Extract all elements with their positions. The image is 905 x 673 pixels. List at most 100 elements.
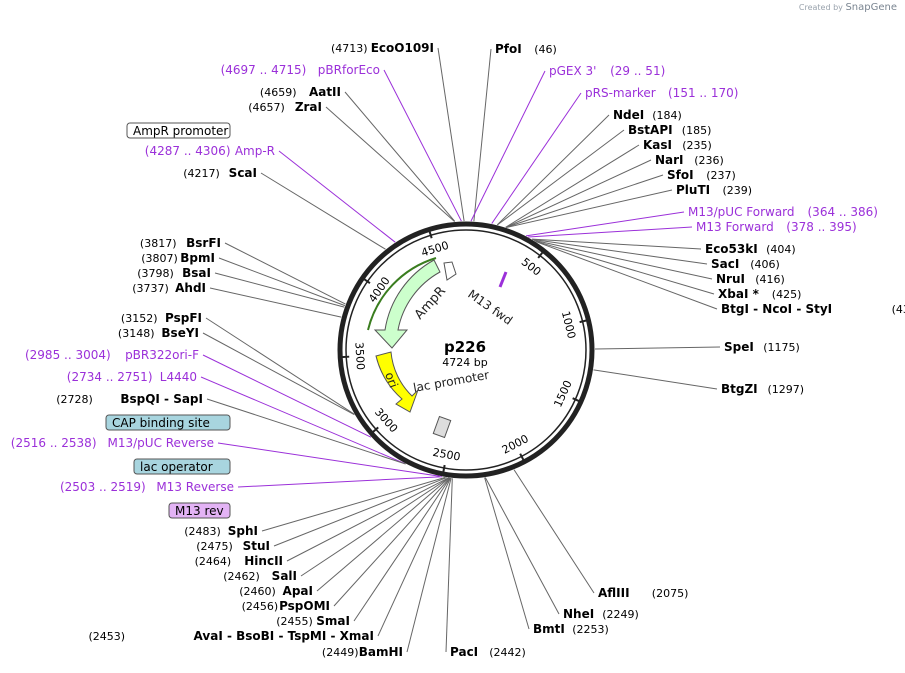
site-label-nhei[interactable]: NheI(2249)	[563, 607, 639, 621]
tick-mark-1500	[572, 397, 583, 404]
site-name: pBR322ori-F	[125, 348, 199, 362]
site-label-saci[interactable]: SacI(406)	[711, 257, 780, 271]
site-label-scai[interactable]: ScaI(4217)	[183, 166, 257, 180]
feature-m13fwd-arrow[interactable]	[498, 271, 508, 288]
site-label-bpmi[interactable]: BpmI(3807)	[141, 251, 215, 265]
site-label-avai-bsobi-tspmi-xmai[interactable]: AvaI - BsoBI - TspMI - XmaI(2453)	[89, 629, 374, 643]
feature-ampr-arrow[interactable]	[373, 259, 441, 349]
leader-line	[214, 272, 345, 308]
site-position: (2449)	[322, 646, 359, 659]
leader-line	[533, 239, 713, 280]
site-position: (2483)	[184, 525, 221, 538]
leader-line	[406, 478, 452, 653]
site-label-pspomi[interactable]: PspOMI(2456)	[242, 599, 330, 613]
site-label-bsrfi[interactable]: BsrFI(3817)	[140, 236, 221, 250]
site-position: (3152)	[121, 312, 158, 325]
site-label-stui[interactable]: StuI(2475)	[196, 539, 270, 553]
site-label-nrui[interactable]: NruI(416)	[716, 272, 785, 286]
site-label-lac-operator[interactable]: lac operator	[133, 458, 231, 475]
site-label-m13-rev[interactable]: M13 rev	[168, 502, 231, 519]
site-label-pluti[interactable]: PluTI(239)	[676, 183, 752, 197]
site-label-ahdi[interactable]: AhdI(3737)	[132, 281, 206, 295]
site-position: (3148)	[118, 327, 155, 340]
site-label-spei[interactable]: SpeI(1175)	[724, 340, 800, 354]
site-label-sphi[interactable]: SphI(2483)	[184, 524, 258, 538]
site-label-m13-puc-reverse[interactable]: M13/pUC Reverse(2516 .. 2538)	[11, 436, 214, 450]
site-label-m13-forward[interactable]: M13 Forward(378 .. 395)	[696, 220, 857, 234]
site-label-ampr-promoter[interactable]: AmpR promoter	[126, 122, 231, 139]
site-label-bsai[interactable]: BsaI(3798)	[137, 266, 211, 280]
leader-line	[505, 174, 664, 228]
leader-line	[377, 477, 451, 637]
site-label-m13-puc-forward[interactable]: M13/pUC Forward(364 .. 386)	[688, 205, 878, 219]
site-label-eco53ki[interactable]: Eco53kI(404)	[705, 242, 796, 256]
site-label-bspqi-sapi[interactable]: BspQI - SapI(2728)	[56, 392, 203, 406]
leader-line	[484, 477, 530, 630]
leader-line	[316, 477, 450, 592]
site-label-ndei[interactable]: NdeI(184)	[613, 108, 682, 122]
site-label-prs-marker[interactable]: pRS-marker(151 .. 170)	[585, 86, 738, 100]
site-label-bstapi[interactable]: BstAPI(185)	[628, 123, 711, 137]
site-label-smai[interactable]: SmaI(2455)	[276, 614, 350, 628]
feature-box-ampr-promoter	[126, 122, 231, 139]
site-position: (2253)	[572, 623, 609, 636]
leader-lines	[200, 47, 721, 653]
leader-line	[237, 476, 442, 488]
site-label-bseyi[interactable]: BseYI(3148)	[118, 326, 199, 340]
site-label-pfoi[interactable]: PfoI(46)	[495, 42, 557, 56]
feature-ampr-promoter-arrow[interactable]	[443, 261, 457, 281]
site-label-m13-reverse[interactable]: M13 Reverse(2503 .. 2519)	[60, 480, 234, 494]
site-label-btgi-ncoi-styi[interactable]: BtgI - NcoI - StyI(432)	[721, 302, 905, 316]
site-label-l4440[interactable]: L4440(2734 .. 2751)	[67, 370, 197, 384]
site-label-pspfi[interactable]: PspFI(3152)	[121, 311, 202, 325]
tick-mark-500	[537, 249, 546, 259]
site-label-aatii[interactable]: AatII(4659)	[260, 85, 341, 99]
leader-line	[217, 442, 440, 477]
site-label-pbr322ori-f[interactable]: pBR322ori-F(2985 .. 3004)	[25, 348, 199, 362]
site-label-kasi[interactable]: KasI(235)	[643, 138, 712, 152]
tick-mark-2000	[519, 453, 526, 464]
site-label-sali[interactable]: SalI(2462)	[223, 569, 297, 583]
site-name: SmaI	[316, 614, 350, 628]
site-position: (432)	[892, 303, 905, 316]
site-label-zrai[interactable]: ZraI(4657)	[248, 100, 322, 114]
site-label-pgex-3[interactable]: pGEX 3'(29 .. 51)	[549, 64, 665, 78]
site-name: SalI	[272, 569, 297, 583]
site-label-bamhi[interactable]: BamHI(2449)	[322, 645, 403, 659]
tick-mark-1000	[579, 318, 590, 324]
site-label-bmti[interactable]: BmtI (2253)	[533, 622, 609, 636]
site-label-ecoo109i[interactable]: EcoO109I(4713)	[331, 41, 434, 55]
site-name: M13/pUC Reverse	[108, 436, 215, 450]
tick-label-1000: 1000	[559, 310, 578, 340]
leader-line	[261, 476, 446, 532]
site-label-cap-binding-site[interactable]: CAP binding site	[105, 414, 231, 431]
site-position: (4287 .. 4306)	[145, 144, 231, 158]
site-label-afliii[interactable]: AflIII(2075)	[598, 586, 688, 600]
site-label-nari[interactable]: NarI(236)	[655, 153, 724, 167]
site-label-amp-r[interactable]: Amp-R(4287 .. 4306)	[145, 144, 275, 158]
site-label-hincii[interactable]: HincII(2464)	[195, 554, 283, 568]
leader-line	[491, 92, 582, 224]
feature-lac-promoter[interactable]	[432, 415, 452, 439]
site-position: (237)	[706, 169, 736, 182]
leader-line	[470, 70, 546, 222]
leader-line	[344, 91, 456, 222]
site-label-apai[interactable]: ApaI(2460)	[239, 584, 313, 598]
site-name: StuI	[243, 539, 270, 553]
leader-line	[534, 240, 715, 295]
site-label-paci[interactable]: PacI(2442)	[450, 645, 526, 659]
site-label-xbai[interactable]: XbaI *(425)	[718, 287, 801, 301]
site-position: (4697 .. 4715)	[221, 63, 307, 77]
site-position: (2460)	[239, 585, 276, 598]
site-name: BmtI	[533, 622, 565, 636]
plasmid-size: 4724 bp	[442, 356, 487, 369]
feature-ori-arrow[interactable]	[375, 351, 419, 413]
site-name: SacI	[711, 257, 739, 271]
site-position: (2453)	[89, 630, 126, 643]
leader-line	[300, 477, 450, 577]
site-position: (4659)	[260, 86, 297, 99]
site-label-pbrforeco[interactable]: pBRforEco(4697 .. 4715)	[221, 63, 380, 77]
site-label-sfoi[interactable]: SfoI(237)	[667, 168, 736, 182]
site-label-btgzi[interactable]: BtgZI(1297)	[721, 382, 804, 396]
